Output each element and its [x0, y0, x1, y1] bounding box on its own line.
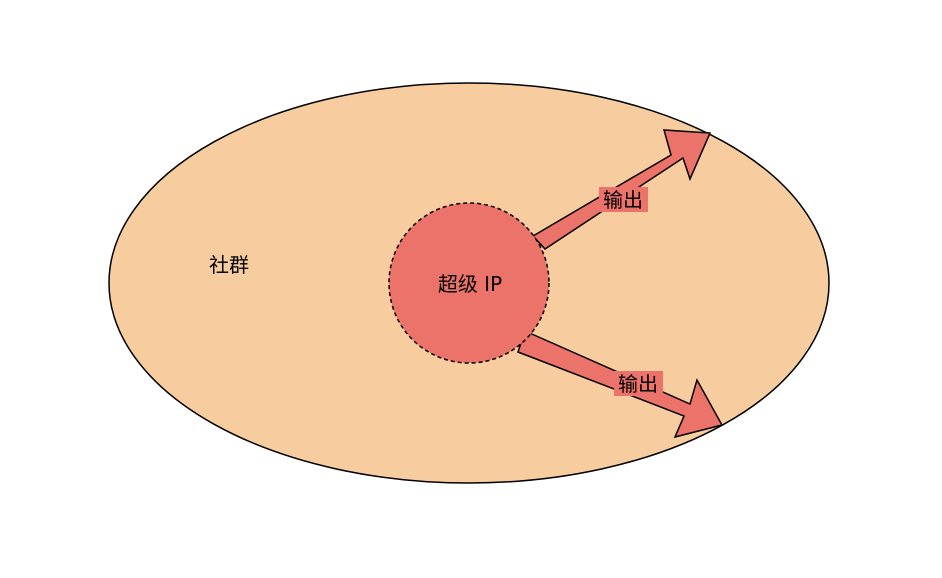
arrow-bottom-label-bg: [614, 371, 663, 396]
arrow-top-label-bg: [599, 187, 648, 212]
arrow-top-label: 输出: [603, 188, 643, 212]
super-ip-circle: [388, 202, 550, 364]
arrow-bottom-label: 输出: [618, 372, 658, 396]
community-label: 社群: [209, 253, 249, 277]
super-ip-label: 超级 IP: [438, 272, 502, 296]
